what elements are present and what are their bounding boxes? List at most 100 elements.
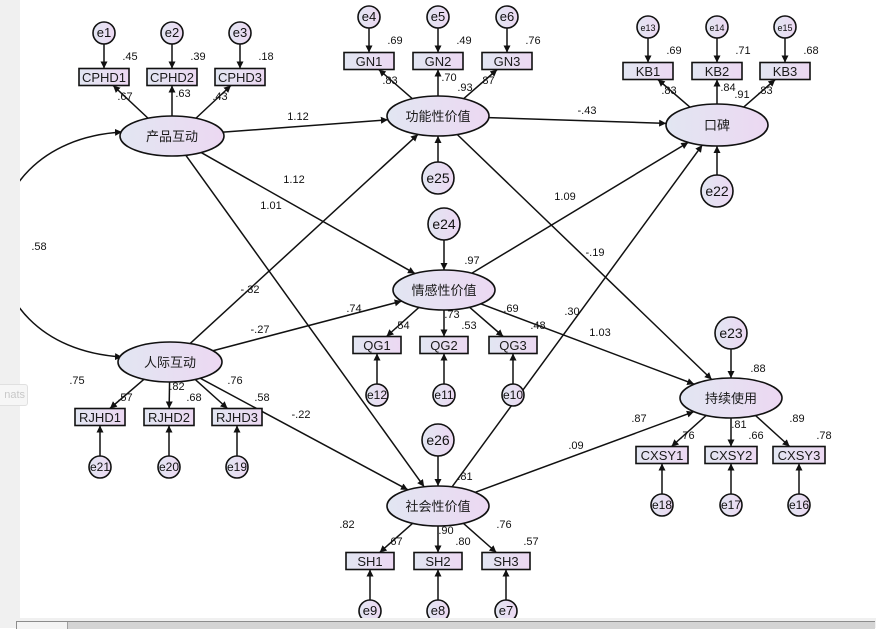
indicator-r2: .58 [254, 392, 269, 404]
path-coefficient: 1.12 [287, 111, 308, 123]
indicator-r2: .71 [735, 45, 750, 57]
factor-loading: .87 [631, 413, 646, 425]
path-coefficient: 1.09 [554, 191, 575, 203]
indicator-r2: .45 [122, 51, 137, 63]
path-coefficient: 1.01 [260, 200, 281, 212]
path-coefficient: -.22 [292, 409, 311, 421]
indicator-label: SH3 [493, 554, 518, 569]
factor-loading: .69 [503, 303, 518, 315]
latent-label: 人际互动 [144, 355, 196, 370]
indicator-r2: .69 [666, 45, 681, 57]
path-coefficient: -.27 [251, 324, 270, 336]
error-label: e18 [652, 498, 672, 512]
indicator-r2: .48 [530, 320, 545, 332]
indicator-label: CPHD1 [82, 70, 126, 85]
factor-loading: .83 [757, 85, 772, 97]
factor-loading: .83 [661, 85, 676, 97]
indicator-label: RJHD3 [216, 410, 258, 425]
path-gn-to-kb [489, 118, 666, 124]
error-label: e20 [159, 460, 179, 474]
error-label: e16 [789, 498, 809, 512]
indicator-label: RJHD2 [148, 410, 190, 425]
indicator-r2: .67 [387, 536, 402, 548]
error-label: e4 [362, 9, 376, 24]
indicator-r2: .18 [258, 51, 273, 63]
factor-loading: .74 [346, 303, 361, 315]
error-label: e6 [500, 9, 514, 24]
squared-multiple-correlation: .91 [734, 89, 749, 101]
indicator-r2: .78 [816, 430, 831, 442]
squared-multiple-correlation: .88 [750, 363, 765, 375]
error-label: e9 [363, 603, 377, 618]
indicator-label: QG2 [430, 338, 457, 353]
factor-loading: .82 [339, 519, 354, 531]
indicator-r2: .49 [456, 35, 471, 47]
path-cphd-to-sh [186, 155, 424, 486]
factor-loading: .83 [382, 75, 397, 87]
error-label: e2 [165, 25, 179, 40]
error-label: e10 [503, 388, 523, 402]
indicator-r2: .76 [525, 35, 540, 47]
factor-loading: .84 [720, 82, 735, 94]
indicator-label: CXSY2 [710, 448, 753, 463]
latent-label: 社会性价值 [405, 499, 470, 514]
covariance-coefficient: .58 [31, 241, 46, 253]
error-label: e19 [227, 460, 247, 474]
factor-loading: .70 [441, 72, 456, 84]
path-coefficient: 1.03 [589, 327, 610, 339]
error-label: e23 [719, 325, 743, 341]
indicator-label: CXSY1 [641, 448, 684, 463]
factor-loading: .73 [444, 309, 459, 321]
error-label: e3 [233, 25, 247, 40]
indicator-label: SH1 [357, 554, 382, 569]
indicator-label: CPHD3 [218, 70, 262, 85]
indicator-r2: .68 [186, 392, 201, 404]
path-coefficient: -.32 [241, 284, 260, 296]
indicator-r2: .39 [190, 51, 205, 63]
factor-loading: .87 [479, 75, 494, 87]
error-label: e25 [426, 170, 450, 186]
indicator-label: CPHD2 [150, 70, 194, 85]
indicator-label: CXSY3 [778, 448, 821, 463]
error-label: e8 [431, 603, 445, 618]
factor-loading: .76 [227, 375, 242, 387]
indicator-label: KB1 [636, 64, 661, 79]
error-label: e15 [777, 23, 792, 33]
indicator-label: KB3 [773, 64, 798, 79]
indicator-label: GN2 [425, 54, 452, 69]
factor-loading: .75 [69, 375, 84, 387]
indicator-label: SH2 [425, 554, 450, 569]
indicator-r2: .68 [803, 45, 818, 57]
indicator-r2: .54 [394, 320, 409, 332]
indicator-label: RJHD1 [79, 410, 121, 425]
left-gutter [0, 0, 20, 618]
latent-label: 情感性价值 [411, 283, 476, 298]
path-coefficient: .09 [568, 440, 583, 452]
factor-loading: .67 [117, 91, 132, 103]
factor-loading: .82 [169, 381, 184, 393]
error-label: e14 [709, 23, 724, 33]
indicator-r2: .53 [461, 320, 476, 332]
latent-label: 产品互动 [146, 129, 198, 144]
error-label: e26 [426, 432, 450, 448]
error-label: e17 [721, 498, 741, 512]
path-coefficient: 1.12 [283, 174, 304, 186]
path-coefficient: -.43 [578, 105, 597, 117]
indicator-label: KB2 [705, 64, 730, 79]
indicator-r2: .76 [679, 430, 694, 442]
factor-loading: .76 [496, 519, 511, 531]
sem-path-diagram: 1.12 1.12 1.01 -.32 -.27 -.22 -.43 -.19 1.09 1.03… [20, 0, 876, 618]
factor-loading: .63 [175, 88, 190, 100]
error-label: e7 [499, 603, 513, 618]
squared-multiple-correlation: .93 [457, 82, 472, 94]
factor-loading: .81 [731, 419, 746, 431]
indicator-label: GN3 [494, 54, 521, 69]
diagram-canvas: 1.12 1.12 1.01 -.32 -.27 -.22 -.43 -.19 1.09 1.03… [20, 0, 876, 618]
indicator-label: QG3 [499, 338, 526, 353]
indicator-r2: .66 [748, 430, 763, 442]
indicator-label: GN1 [356, 54, 383, 69]
path-coefficient: -.19 [586, 247, 605, 259]
indicator-r2: .57 [117, 392, 132, 404]
squared-multiple-correlation: .81 [457, 471, 472, 483]
latent-label: 口碑 [704, 118, 730, 133]
